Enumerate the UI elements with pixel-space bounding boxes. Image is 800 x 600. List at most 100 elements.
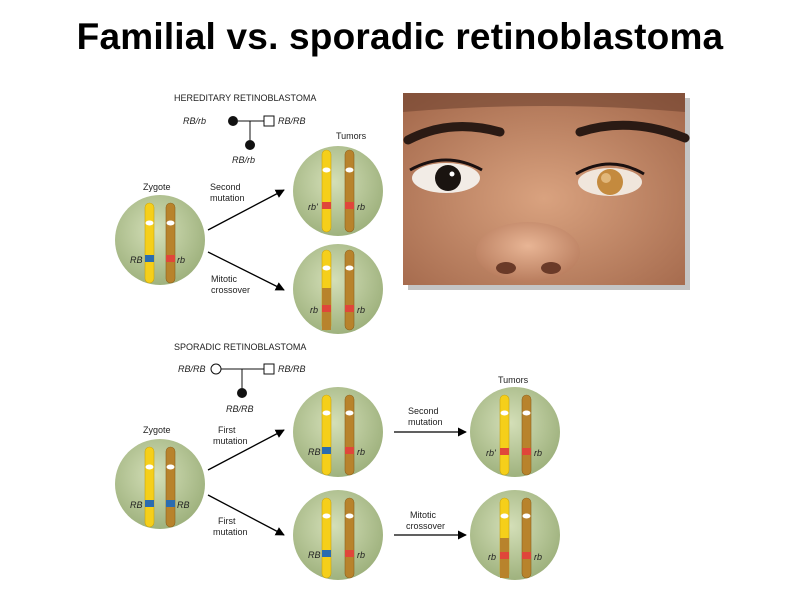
centromere	[500, 513, 509, 519]
centromere	[166, 220, 175, 226]
rb-mutant-locus	[166, 255, 175, 262]
sporadic-mid-cell-1: RB rb	[293, 387, 383, 477]
centromere	[522, 410, 531, 416]
rb-mutant-locus	[500, 552, 509, 559]
allele-label: RB	[308, 550, 321, 560]
allele-label: rb	[534, 552, 542, 562]
sporadic-parent-left-genotype: RB/RB	[178, 364, 206, 374]
allele-label: RB	[130, 255, 143, 265]
centromere	[322, 410, 331, 416]
hereditary-child-genotype: RB/rb	[232, 155, 255, 165]
rb-mutant-locus	[522, 448, 531, 455]
maternal-chromosome	[321, 149, 332, 233]
right-eye-leukocoria	[597, 169, 623, 195]
arrow-to-tumor-2	[207, 251, 285, 291]
left-eyebrow	[403, 122, 505, 145]
paternal-chromosome	[165, 446, 176, 528]
nose	[476, 222, 580, 282]
rb-wildtype-locus	[145, 255, 154, 262]
cell-membrane	[470, 387, 560, 477]
cell-membrane	[115, 195, 205, 285]
sporadic-zygote-cell: RB RB	[115, 439, 205, 529]
centromere	[322, 513, 331, 519]
affected-parent-symbol	[228, 116, 238, 126]
rb-mutant-locus	[345, 305, 354, 312]
unaffected-parent-symbol	[263, 115, 275, 127]
centromere	[322, 167, 331, 173]
paternal-chromosome	[344, 249, 355, 331]
sporadic-pedigree: RB/RB RB/RB RB/RB	[178, 363, 306, 414]
patient-photo	[403, 93, 690, 290]
allele-label: rb	[488, 552, 496, 562]
left-nostril	[496, 262, 516, 274]
paternal-chromosome	[344, 394, 355, 476]
maternal-chromosome	[499, 394, 510, 476]
hereditary-pedigree: RB/rb RB/RB RB/rb	[183, 115, 306, 165]
arrow-label-line2: mutation	[213, 527, 248, 537]
arrow-label-line1: Mitotic	[410, 510, 437, 520]
rb-mutant-locus	[345, 202, 354, 209]
centromere	[500, 410, 509, 416]
cell-membrane	[293, 146, 383, 236]
centromere	[145, 220, 154, 226]
rb-wildtype-locus	[145, 500, 154, 507]
sporadic-tumors-label: Tumors	[498, 375, 529, 385]
maternal-chromosome	[321, 394, 332, 476]
cell-membrane	[115, 439, 205, 529]
sporadic-tumor-cell-2: rb rb	[470, 490, 560, 580]
left-eye-pupil	[435, 165, 461, 191]
arrow-label-line2: mutation	[213, 436, 248, 446]
paternal-chromosome	[344, 497, 355, 579]
sporadic-parent-right-genotype: RB/RB	[278, 364, 306, 374]
hereditary-tumor-cell-2: rb rb	[293, 244, 383, 334]
arrow-label-line2: crossover	[211, 285, 250, 295]
arrow-to-tumor-1	[207, 189, 285, 231]
affected-child-symbol	[237, 388, 247, 398]
right-eye-glow	[601, 173, 611, 183]
paternal-chromosome	[521, 497, 532, 579]
maternal-chromosome	[144, 202, 155, 284]
allele-label: rb	[357, 305, 365, 315]
centromere	[345, 265, 354, 271]
allele-label: RB	[130, 500, 143, 510]
rb-wildtype-locus	[322, 447, 331, 454]
allele-label: rb'	[486, 448, 496, 458]
allele-label: rb	[357, 202, 365, 212]
rb-mutant-locus	[345, 550, 354, 557]
rb-mutant-locus	[500, 448, 509, 455]
hair-shadow	[403, 93, 685, 112]
sporadic-mid-cell-2: RB rb	[293, 490, 383, 580]
arrow-label-line1: Second	[408, 406, 439, 416]
hereditary-zygote-label: Zygote	[143, 182, 171, 192]
arrow-label-line2: mutation	[210, 193, 245, 203]
arrow-to-mid-cell-2	[207, 494, 285, 536]
arrow-label-line1: First	[218, 516, 236, 526]
rb-wildtype-locus	[166, 500, 175, 507]
right-nostril	[541, 262, 561, 274]
cell-membrane	[470, 490, 560, 580]
rb-mutant-locus	[322, 202, 331, 209]
arrow-label-line1: Second	[210, 182, 241, 192]
hereditary-tumors-label: Tumors	[336, 131, 367, 141]
paternal-chromosome	[165, 202, 176, 284]
slide-title: Familial vs. sporadic retinoblastoma	[76, 16, 724, 57]
unaffected-parent-symbol	[263, 363, 275, 375]
rb-wildtype-locus	[322, 550, 331, 557]
sporadic-zygote-label: Zygote	[143, 425, 171, 435]
rb-mutant-locus	[522, 552, 531, 559]
paternal-chromosome	[344, 149, 355, 233]
sporadic-section: SPORADIC RETINOBLASTOMA RB/RB RB/RB RB/R…	[115, 342, 560, 580]
allele-label: rb	[534, 448, 542, 458]
allele-label: rb	[177, 255, 185, 265]
centromere	[345, 410, 354, 416]
centromere	[322, 265, 331, 271]
right-eyebrow	[575, 120, 690, 143]
allele-label: rb	[310, 305, 318, 315]
hereditary-zygote-cell: RB rb	[115, 195, 205, 285]
arrow-label-line1: First	[218, 425, 236, 435]
cell-membrane	[293, 387, 383, 477]
sporadic-child-genotype: RB/RB	[226, 404, 254, 414]
chromosome-pair	[144, 202, 176, 284]
cell-membrane	[293, 244, 383, 334]
